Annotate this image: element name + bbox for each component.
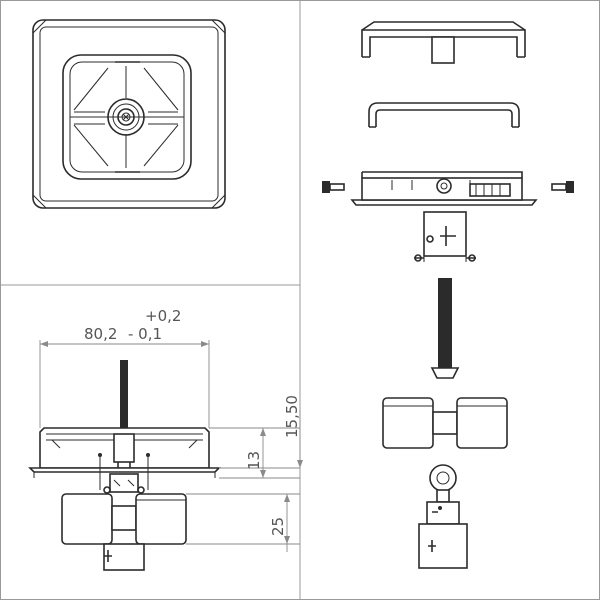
top-view-opening <box>62 54 192 180</box>
ball-joint <box>418 464 468 569</box>
dim-width-nominal: 80,2 <box>84 325 117 343</box>
section-bottom-latch <box>103 543 145 571</box>
dim-depth-bottom: 25 <box>269 517 287 536</box>
spring-bracket <box>368 102 520 128</box>
top-bracket <box>361 21 526 64</box>
frame-hole <box>436 178 452 194</box>
screw-left <box>322 181 345 193</box>
top-view-knob-inner <box>117 108 135 126</box>
screw-right <box>551 181 574 193</box>
frame-side-view <box>350 171 538 206</box>
long-screw <box>430 278 460 379</box>
top-view-inner-frame <box>39 26 219 202</box>
dim-tol-plus: +0,2 <box>145 307 181 325</box>
clamp-block-right <box>456 397 508 449</box>
section-screw <box>120 360 128 438</box>
dim-height-total: 15,50 <box>283 395 301 438</box>
top-view-knob-outer <box>107 98 145 136</box>
top-view-outer-frame <box>32 19 226 209</box>
section-clamp-left <box>61 493 113 545</box>
dim-tol-minus: - 0,1 <box>128 325 162 343</box>
clamp-blocks <box>382 397 508 449</box>
latch-block <box>414 211 476 262</box>
top-view <box>32 19 226 209</box>
top-bracket-center-block <box>431 36 455 64</box>
section-view: +0,2 80,2 - 0,1 15,50 13 25 <box>28 307 303 571</box>
dim-height-frame: 13 <box>245 451 263 470</box>
section-clamp-right <box>135 493 187 545</box>
